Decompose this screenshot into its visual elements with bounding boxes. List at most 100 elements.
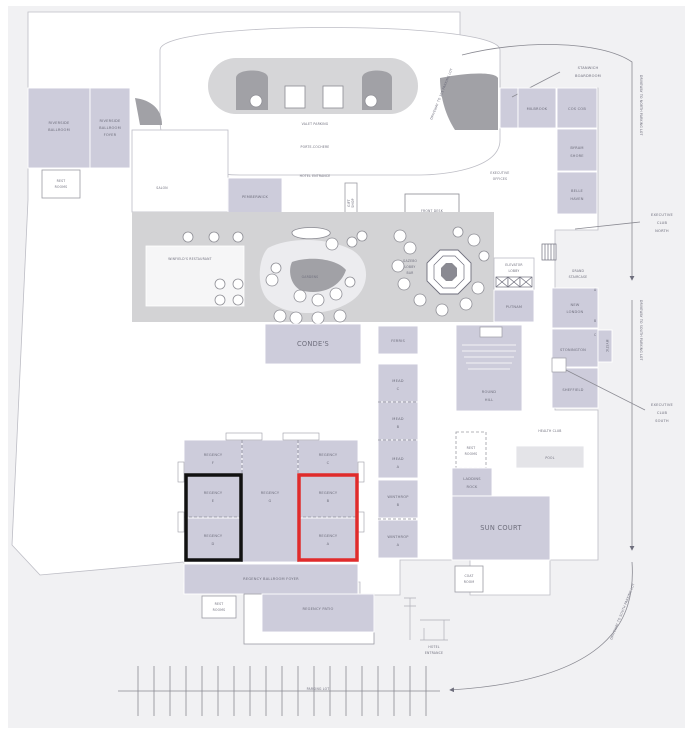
mystic-label: MYSTIC (605, 340, 609, 353)
regency-door-4 (177, 511, 185, 533)
cos-cob-label: COS COB (568, 107, 586, 111)
regency-e-room[interactable] (183, 473, 243, 519)
letter-a-label: A (594, 288, 597, 292)
regency-a-room[interactable] (297, 517, 359, 563)
salon-area (131, 129, 229, 213)
putnam-room[interactable] (493, 289, 535, 323)
byram-shore-room[interactable] (556, 128, 598, 172)
gazebo-octagon-inner (433, 255, 465, 289)
new-london-room[interactable] (551, 287, 599, 329)
executive-club-north-leader (574, 221, 641, 230)
cos-cob-room[interactable] (556, 87, 598, 129)
parking-lot-stalls (118, 666, 440, 716)
winfields-restaurant[interactable] (145, 245, 245, 307)
garden-dark (290, 258, 346, 292)
table-1 (182, 231, 194, 243)
garden-trees (265, 226, 490, 325)
executive-club-south-leader (565, 369, 646, 411)
driveway-east-arrow (461, 44, 635, 281)
milbrook-room[interactable] (517, 87, 557, 129)
pemberwick-label: PEMBERWICK (242, 195, 269, 199)
sheffield-label: SHEFFIELD (562, 388, 583, 392)
condes-room[interactable] (264, 323, 362, 365)
valet-tree-left (249, 94, 263, 108)
regency-ballroom-foyer[interactable] (183, 563, 359, 595)
gazebo-octagon-core (441, 263, 457, 281)
riverside-ballroom-foyer[interactable] (89, 87, 131, 169)
regency-c-room[interactable] (297, 439, 359, 475)
pool-label: POOL (545, 456, 554, 460)
sun-court-room[interactable] (451, 495, 551, 561)
parking-lot-label: PARKING LOT (307, 687, 330, 691)
condes-label: CONDE'S (297, 340, 329, 348)
mead-a-room[interactable] (377, 439, 419, 479)
regency-d-room[interactable] (183, 517, 243, 563)
mystic-room[interactable] (597, 329, 613, 363)
table-5 (232, 278, 244, 290)
regency-f-room[interactable] (183, 439, 243, 475)
belle-haven-room[interactable] (556, 171, 598, 215)
gardens-label: GARDENS (302, 275, 319, 279)
hotel-entrance-bottom-paths (404, 597, 450, 641)
regency-patio-label: REGENCY PATIO (302, 607, 333, 611)
driveway-south-arrow (449, 561, 633, 693)
stonington-label: STONINGTON (560, 348, 586, 352)
pemberwick-room[interactable] (227, 177, 283, 215)
winthrop-b-room[interactable] (377, 479, 419, 519)
grand-staircase-steps (541, 243, 557, 261)
regency-g-room[interactable] (241, 439, 299, 563)
regency-b-room[interactable] (297, 473, 359, 519)
front-desk-label: FRONT DESK (421, 209, 444, 213)
winthrop-a-room[interactable] (377, 519, 419, 559)
round-hill-room[interactable] (455, 324, 523, 412)
regency-foyer-label: REGENCY BALLROOM FOYER (243, 577, 299, 581)
ferris-room[interactable] (377, 325, 419, 355)
mead-b-room[interactable] (377, 401, 419, 441)
entry-dark-right (440, 73, 498, 130)
stanwich-boardroom[interactable] (499, 87, 519, 129)
table-2 (208, 231, 220, 243)
laddins-rock-room[interactable] (451, 467, 493, 497)
round-hill-seating (462, 344, 516, 370)
rest-rooms-west (41, 169, 81, 199)
mead-c-room[interactable] (377, 363, 419, 403)
driveway-east-north-label: DRIVEWAY TO NORTH PARKING LOT (639, 75, 643, 136)
health-club-label: HEALTH CLUB (538, 429, 561, 433)
regency-patio[interactable] (261, 593, 375, 633)
salon-label: SALON (156, 186, 168, 190)
valet-tree-right (364, 94, 378, 108)
regency-door-5 (357, 461, 365, 483)
regency-door-3 (177, 461, 185, 483)
round-hill-stage (479, 326, 503, 338)
rest-rooms-south (201, 595, 237, 619)
letter-c-label: C (594, 333, 596, 337)
rest-rooms-east (455, 431, 487, 469)
highlight-black-box (184, 473, 243, 562)
milbrook-label: MILBROOK (527, 107, 548, 111)
winfields-label: WINFIELD'S RESTAURANT (168, 257, 211, 261)
pool (515, 445, 585, 469)
table-3 (232, 231, 244, 243)
